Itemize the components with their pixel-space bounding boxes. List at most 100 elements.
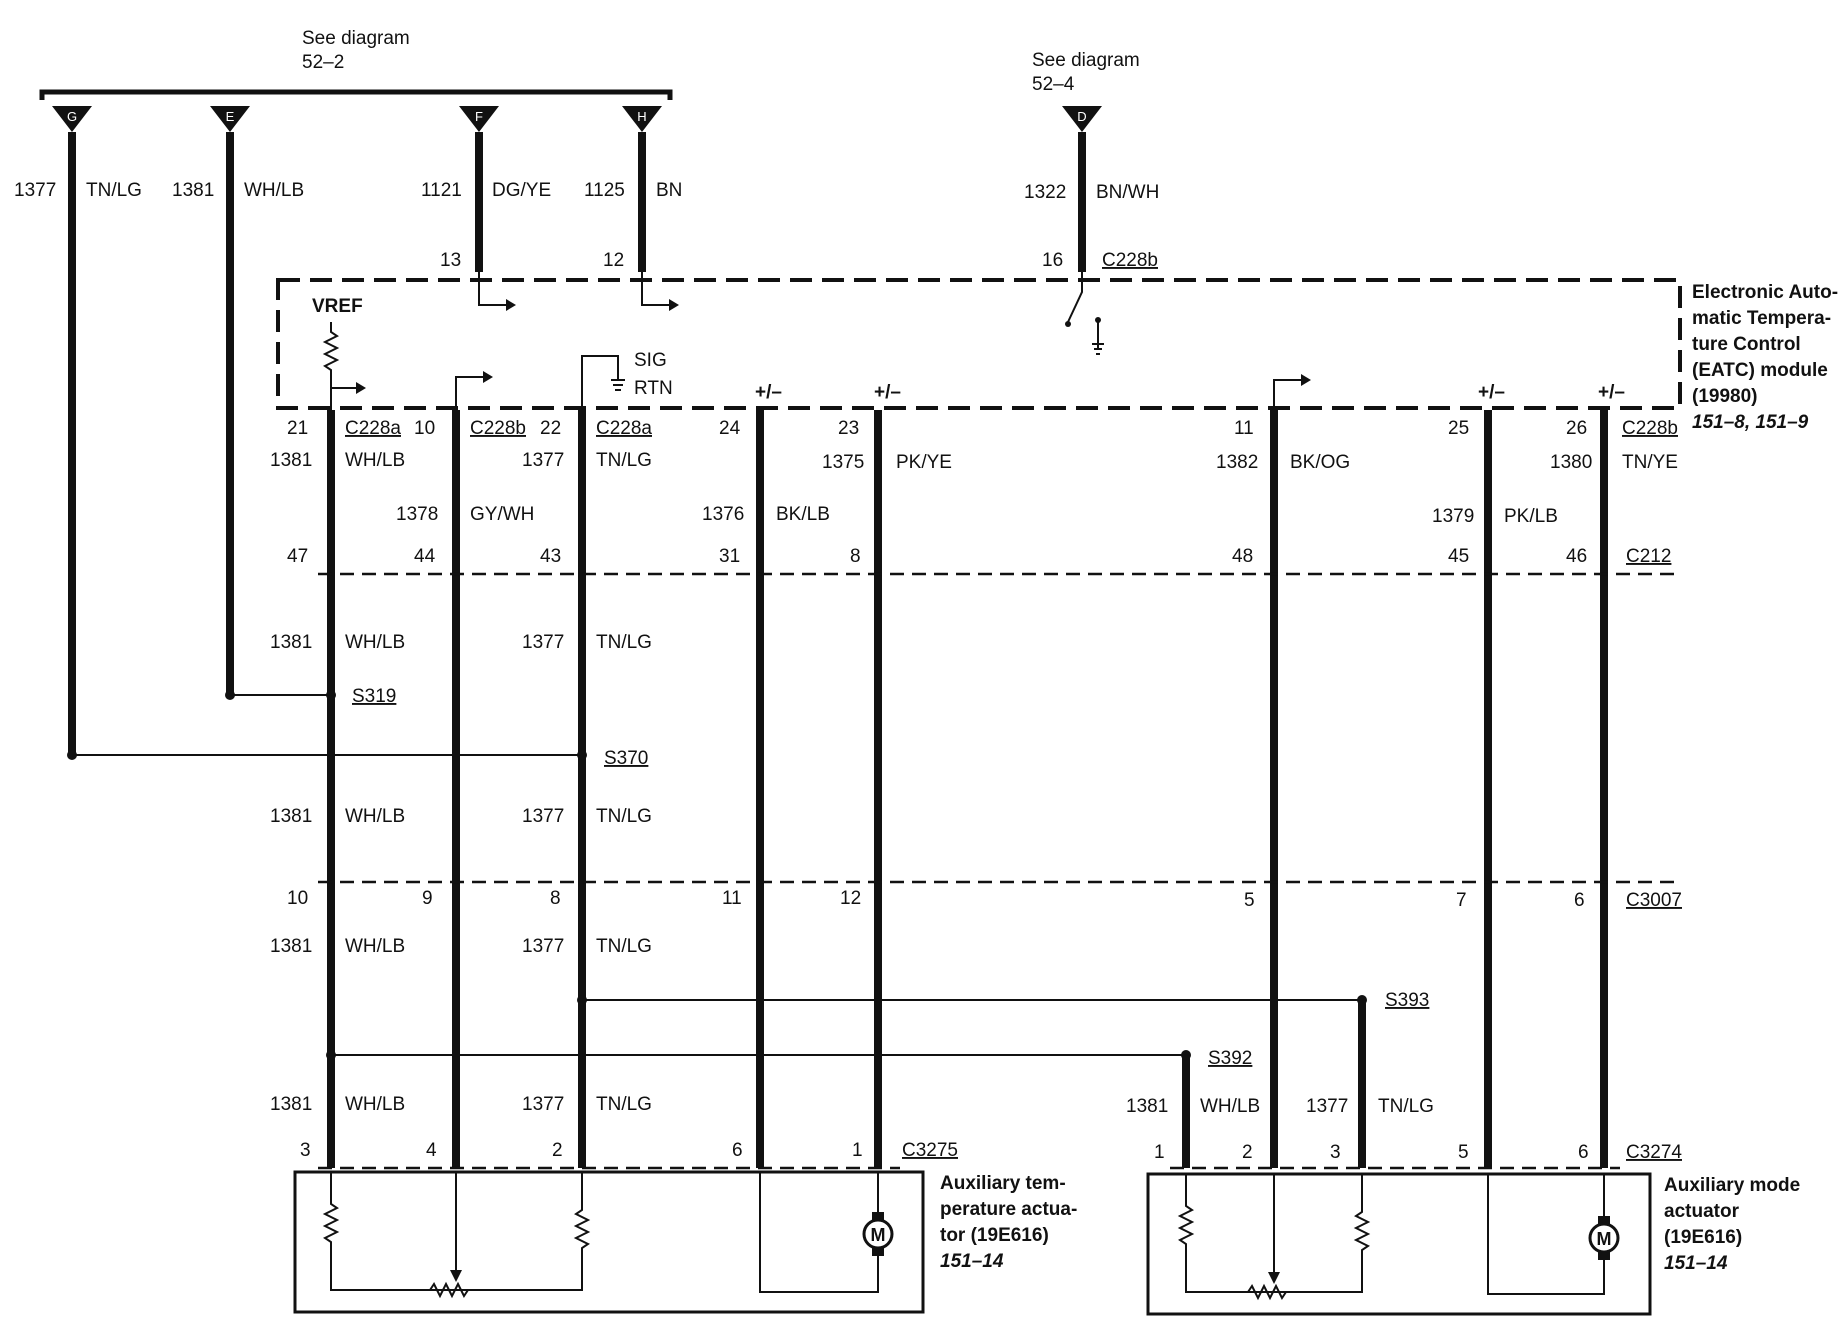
c3275-pin-4: 4: [426, 1140, 437, 1161]
wire-1377-circuit-top: 1377: [14, 180, 56, 201]
wire-1377-circuit-3: 1377: [522, 806, 564, 827]
see-diagram-left-line1: See diagram: [302, 28, 410, 49]
motor-label-right: M: [1597, 1229, 1612, 1249]
wire-1381-color-4: WH/LB: [345, 936, 405, 957]
wire-1121-color: DG/YE: [492, 180, 551, 201]
module-pin-10-conn: C228b: [470, 418, 526, 439]
c3007-pin-6: 6: [1574, 890, 1585, 911]
splice-s370-dot: [577, 750, 587, 760]
pm-label-23: +/–: [874, 382, 901, 403]
wire-1381-circuit-4: 1381: [270, 936, 312, 957]
wire-1381-color-right: WH/LB: [1200, 1096, 1260, 1117]
wire-1322-circuit: 1322: [1024, 182, 1066, 203]
eatc-internal: [322, 272, 1311, 410]
pm-label-25: +/–: [1478, 382, 1505, 403]
splice-s392-dot-left: [326, 1050, 336, 1060]
splice-s370-label: S370: [604, 748, 648, 769]
c212-pin-48: 48: [1232, 546, 1253, 567]
svg-text:tor (19E616): tor (19E616): [940, 1225, 1049, 1246]
wire-1380-circuit: 1380: [1550, 452, 1592, 473]
connector-g: G: [52, 106, 92, 132]
c3007-pin-5: 5: [1244, 890, 1255, 911]
main-wires: [327, 410, 1608, 1168]
wire-1381-circuit-5: 1381: [270, 1094, 312, 1115]
svg-text:151–8, 151–9: 151–8, 151–9: [1692, 412, 1809, 433]
module-pin-24: 24: [719, 418, 741, 439]
c3007-pin-10: 10: [287, 888, 308, 909]
wire-1381-color-5: WH/LB: [345, 1094, 405, 1115]
wire-1382-color: BK/OG: [1290, 452, 1350, 473]
svg-text:H: H: [637, 109, 646, 124]
vref-label: VREF: [312, 296, 363, 317]
wire-1377-color-5: TN/LG: [596, 1094, 652, 1115]
c212-pin-43: 43: [540, 546, 561, 567]
connector-c3275-label: C3275: [902, 1140, 958, 1161]
module-pin-22-conn: C228a: [596, 418, 652, 439]
c3275-pin-6: 6: [732, 1140, 743, 1161]
c3274-pin-2: 2: [1242, 1142, 1253, 1163]
c212-pin-44: 44: [414, 546, 436, 567]
wire-1381-circuit-right: 1381: [1126, 1096, 1168, 1117]
c212-pin-46: 46: [1566, 546, 1587, 567]
svg-text:Auxiliary tem-: Auxiliary tem-: [940, 1173, 1066, 1194]
see-diagram-right-line1: See diagram: [1032, 50, 1140, 71]
c3274-pin-1: 1: [1154, 1142, 1165, 1163]
wire-1381-color-3: WH/LB: [345, 806, 405, 827]
wire-1377-color: TN/LG: [596, 450, 652, 471]
svg-text:E: E: [226, 109, 235, 124]
c3274-pin-3: 3: [1330, 1142, 1341, 1163]
wire-1377-color-2: TN/LG: [596, 632, 652, 653]
wire-1380-color: TN/YE: [1622, 452, 1678, 473]
wire-1377-circuit-2: 1377: [522, 632, 564, 653]
connector-h: H: [622, 106, 662, 132]
svg-text:matic Tempera-: matic Tempera-: [1692, 308, 1831, 329]
connector-c228b-top: C228b: [1102, 250, 1158, 271]
pm-label-26: +/–: [1598, 382, 1625, 403]
wire-1375-color: PK/YE: [896, 452, 952, 473]
connector-f: F: [459, 106, 499, 132]
motor-label-left: M: [871, 1225, 886, 1245]
wire-1381-circuit-2: 1381: [270, 632, 312, 653]
eatc-module-label: Electronic Auto- matic Tempera- ture Con…: [1692, 282, 1838, 433]
c3007-pin-9: 9: [422, 888, 433, 909]
c212-pin-31: 31: [719, 546, 740, 567]
c3275-pin-3: 3: [300, 1140, 311, 1161]
pin-13: 13: [440, 250, 461, 271]
connector-c3007-label: C3007: [1626, 890, 1682, 911]
top-wires: [68, 132, 1086, 755]
c3007-pin-11: 11: [722, 888, 742, 909]
module-pin-26: 26: [1566, 418, 1587, 439]
aux-temp-actuator-internals: M: [322, 1172, 894, 1299]
wire-1375-circuit: 1375: [822, 452, 864, 473]
splice-s370-dot-left: [67, 750, 77, 760]
connector-c212-label: C212: [1626, 546, 1671, 567]
svg-text:actuator: actuator: [1664, 1201, 1740, 1222]
splice-s393-label: S393: [1385, 990, 1429, 1011]
splice-s319-dot-left: [225, 690, 235, 700]
pin-12: 12: [603, 250, 624, 271]
see-diagram-left-line2: 52–2: [302, 52, 344, 73]
connector-c3274-label: C3274: [1626, 1142, 1682, 1163]
wire-1381-color: WH/LB: [345, 450, 405, 471]
wire-1378-color: GY/WH: [470, 504, 534, 525]
wire-1377-color-4: TN/LG: [596, 936, 652, 957]
module-pin-22: 22: [540, 418, 561, 439]
pm-label-24: +/–: [755, 382, 782, 403]
module-pin-25: 25: [1448, 418, 1469, 439]
svg-text:151–14: 151–14: [1664, 1253, 1728, 1274]
c212-pin-47: 47: [287, 546, 308, 567]
c3275-pin-1: 1: [852, 1140, 863, 1161]
svg-text:D: D: [1077, 109, 1086, 124]
aux-mode-actuator-box: [1146, 1172, 1652, 1316]
eatc-module-box: [276, 278, 1682, 410]
svg-text:F: F: [475, 109, 483, 124]
svg-text:G: G: [67, 109, 77, 124]
svg-text:(19E616): (19E616): [1664, 1227, 1742, 1248]
wire-1377-circuit-4: 1377: [522, 936, 564, 957]
svg-text:Auxiliary mode: Auxiliary mode: [1664, 1175, 1800, 1196]
svg-text:151–14: 151–14: [940, 1251, 1004, 1272]
module-pin-21-conn: C228a: [345, 418, 401, 439]
wire-1377-color-3: TN/LG: [596, 806, 652, 827]
wire-1379-color: PK/LB: [1504, 506, 1558, 527]
